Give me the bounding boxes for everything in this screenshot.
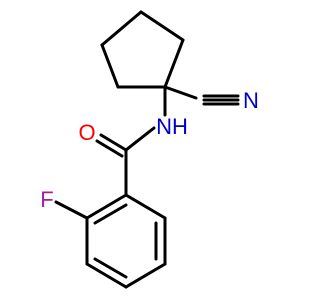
ring-bond [100,10,143,47]
triple-bond [202,94,240,106]
nitrile-nitrogen-label: N [243,88,259,113]
fluorine-label: F [40,187,53,212]
n-carbonyl-bond [124,126,156,152]
oxygen-label: O [78,120,95,145]
ring-bond [85,193,128,220]
aromatic-inner-bond [93,257,128,279]
ring-bond [100,43,120,89]
molecule-structure: O NH F N [0,0,300,300]
c-f-bond [54,200,89,220]
ring-bond [139,10,185,42]
ring-bond [124,193,167,220]
cyclopentane-ring [100,10,185,89]
carbonyl-double-bond [95,139,124,158]
background [0,0,300,300]
ring-bond [85,262,128,289]
ring-bond [124,262,167,289]
c-cn-bond [163,85,198,100]
benzene-ring [85,193,167,289]
aromatic-inner-bond [93,203,128,225]
ring-bond [163,38,185,89]
carbonyl-double-bond [99,133,128,152]
amide-nitrogen-label: NH [156,114,188,139]
amide-bonds [95,85,167,197]
nitrile-group [163,85,240,106]
